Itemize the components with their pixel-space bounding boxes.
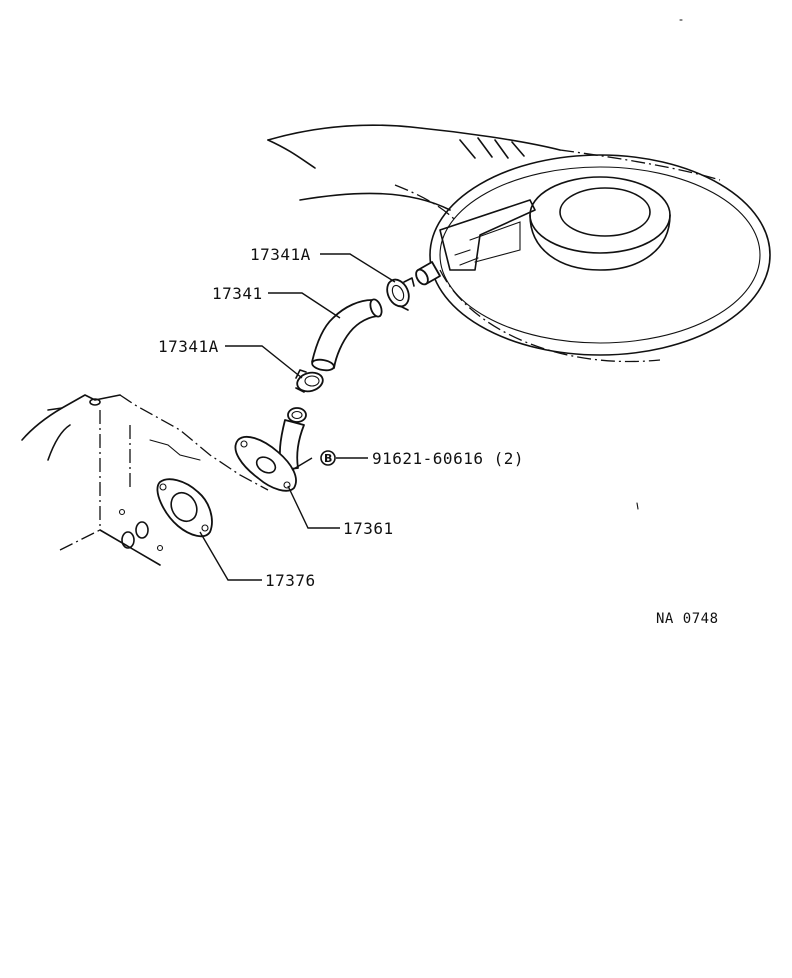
reference-code: NA 0748 bbox=[656, 611, 719, 627]
leader-bolt bbox=[291, 457, 313, 471]
bolt-marker-letter: B bbox=[324, 452, 332, 465]
leader-clamp-upper bbox=[320, 253, 396, 283]
hose-17341 bbox=[311, 298, 383, 372]
air-cleaner-nipple bbox=[415, 261, 441, 286]
label-pipe: 17361 bbox=[343, 519, 394, 538]
clamp-upper-17341a bbox=[386, 277, 415, 311]
label-bolt: 91621-60616 (2) bbox=[372, 449, 524, 468]
leader-lines bbox=[199, 253, 396, 581]
label-clamp-upper: 17341A bbox=[250, 245, 311, 264]
leader-pipe bbox=[287, 485, 340, 529]
label-hose: 17341 bbox=[212, 284, 263, 303]
leader-gasket bbox=[199, 531, 262, 581]
label-gasket: 17376 bbox=[265, 571, 316, 590]
air-cleaner-housing bbox=[267, 124, 771, 363]
label-clamp-lower: 17341A bbox=[158, 337, 219, 356]
leader-clamp-lower bbox=[225, 345, 303, 379]
leader-hose bbox=[268, 292, 341, 319]
engine-block bbox=[21, 394, 269, 566]
bolt-marker: B bbox=[320, 450, 336, 466]
clamp-lower-17341a bbox=[295, 369, 324, 393]
pipe-17361 bbox=[234, 407, 307, 492]
gasket-17376 bbox=[156, 478, 213, 538]
